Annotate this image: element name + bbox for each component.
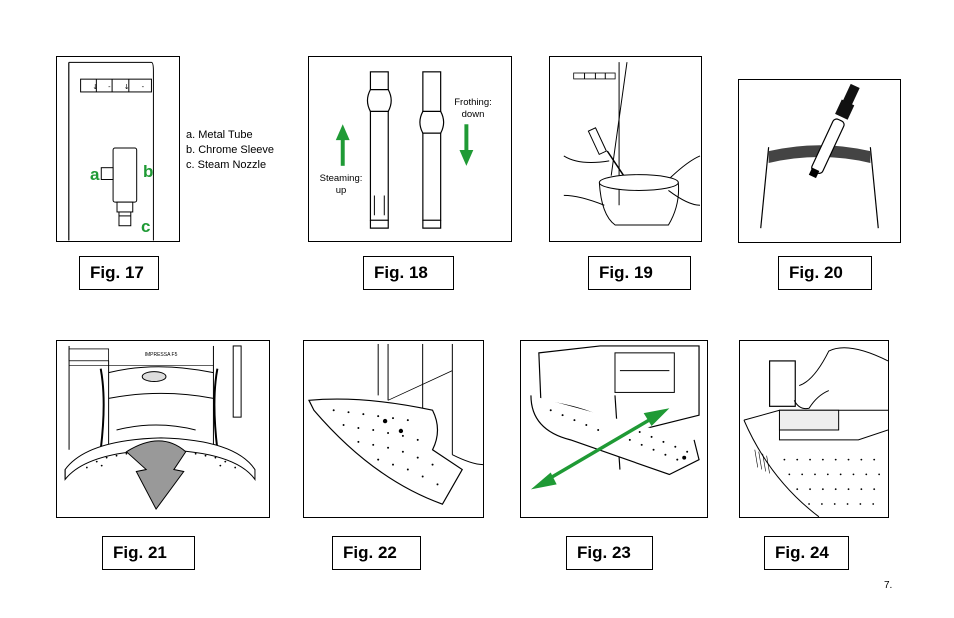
- fig-18-label: Fig. 18: [363, 256, 454, 290]
- machine-brand-label: IMPRESSA F5: [144, 352, 178, 358]
- part-b: b. Chrome Sleeve: [186, 144, 275, 156]
- svg-text:-: -: [142, 83, 145, 91]
- svg-text:↓: ↓: [124, 83, 130, 91]
- fig-21-label: Fig. 21: [102, 536, 195, 570]
- label-a-metal-tube: a: [90, 165, 100, 184]
- fig-24-label: Fig. 24: [764, 536, 849, 570]
- fig-20-label: Fig. 20: [778, 256, 872, 290]
- figure-23-image: [520, 340, 708, 518]
- thermometer-in-milk-illustration: [760, 83, 879, 229]
- drip-tray-illustration: [308, 343, 483, 505]
- arrow-down-icon: [459, 124, 474, 166]
- frothing-milk-illustration: [563, 62, 701, 226]
- frothing-label: Frothing: down: [454, 97, 492, 120]
- fig-17-label: Fig. 17: [79, 256, 159, 290]
- figure-19-image: [549, 56, 702, 242]
- fig17-parts-legend: a. Metal Tube b. Chrome Sleeve c. Steam …: [186, 128, 274, 173]
- empty-grounds-container-illustration: [743, 347, 888, 517]
- figure-21-image: IMPRESSA F5: [56, 340, 270, 518]
- fig-19-label: Fig. 19: [588, 256, 691, 290]
- figure-17-image: ↓ - ↓ -: [56, 56, 180, 242]
- arrow-down-icon: [125, 440, 187, 511]
- remove-drip-tray-illustration: [64, 345, 256, 511]
- fig-22-label: Fig. 22: [332, 536, 421, 570]
- steam-nozzle-illustration: ↓ - ↓ -: [68, 61, 154, 241]
- arrow-up-icon: [335, 124, 350, 166]
- figure-24-image: [739, 340, 889, 518]
- slide-out-drip-tray-illustration: [530, 345, 700, 490]
- label-b-chrome-sleeve: b: [143, 162, 154, 181]
- figure-18-image: Frothing: down Steaming: up: [308, 56, 512, 242]
- label-c-steam-nozzle: c: [141, 217, 151, 236]
- part-c: c. Steam Nozzle: [186, 159, 267, 171]
- figure-20-image: [738, 79, 901, 243]
- figure-22-image: [303, 340, 484, 518]
- fig-23-label: Fig. 23: [566, 536, 653, 570]
- double-arrow-icon: [530, 408, 670, 490]
- page-number: 7.: [884, 580, 893, 591]
- part-a: a. Metal Tube: [186, 129, 253, 141]
- steaming-label: Steaming: up: [319, 173, 363, 196]
- svg-text:-: -: [108, 83, 111, 91]
- svg-text:↓: ↓: [92, 83, 98, 91]
- steam-tube-positions-illustration: [335, 71, 474, 229]
